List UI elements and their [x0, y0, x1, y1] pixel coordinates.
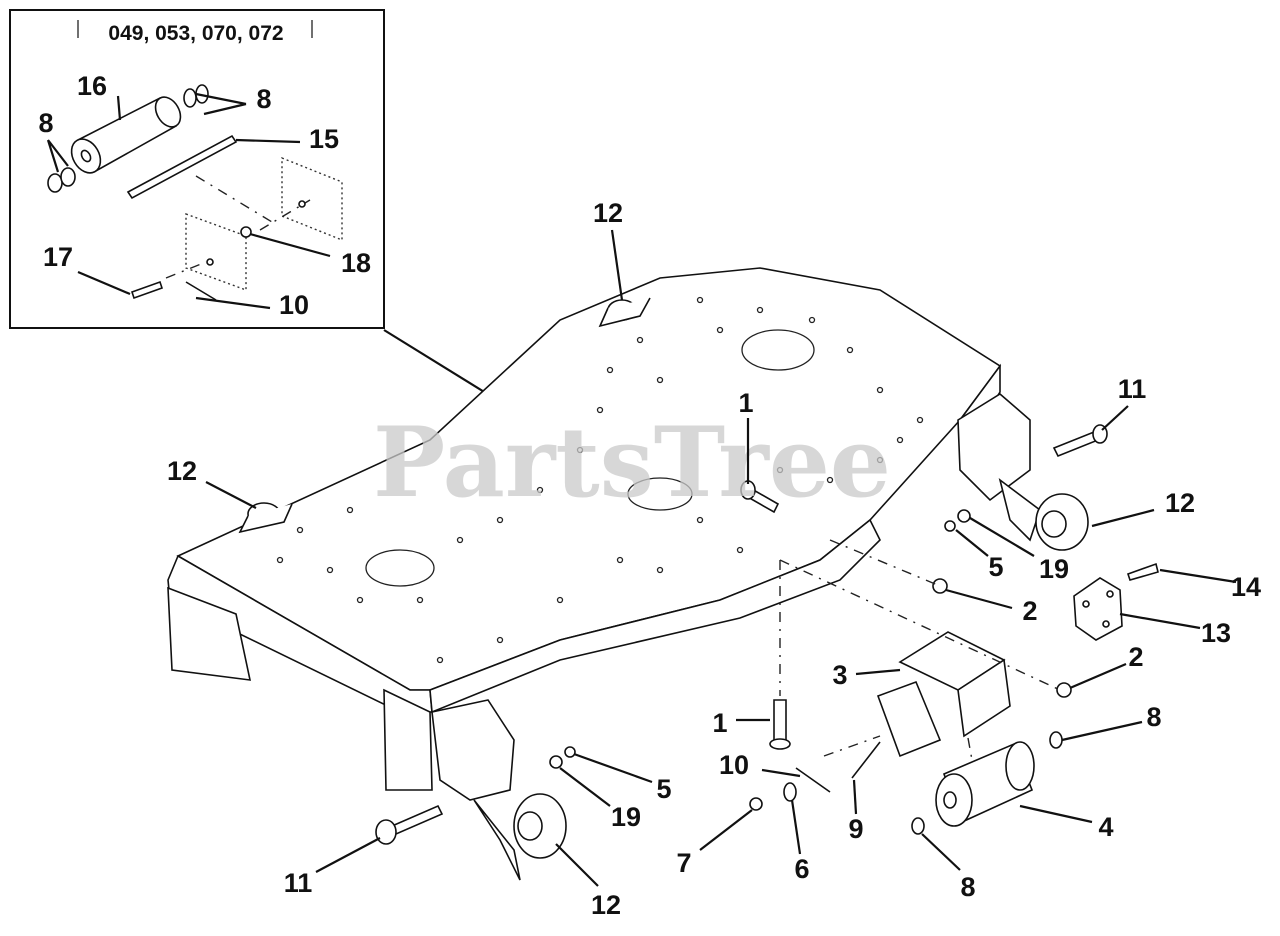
- callout-8: 8: [960, 872, 975, 902]
- caster-right-assembly: [957, 393, 1089, 551]
- nut-5-left: [564, 746, 576, 758]
- inset-plates: [185, 156, 343, 292]
- callout-12: 12: [167, 456, 197, 486]
- callout-16: 16: [77, 71, 107, 101]
- callout-1: 1: [738, 388, 753, 418]
- callout-2: 2: [1128, 642, 1143, 672]
- washer-8-lower: [911, 817, 925, 835]
- callout-15: 15: [309, 124, 339, 154]
- inset-washers: [47, 84, 209, 193]
- callout-11: 11: [1118, 374, 1147, 404]
- nut-2-lower: [1056, 682, 1072, 698]
- callout-7: 7: [676, 848, 691, 878]
- nut-2-upper: [932, 578, 948, 594]
- callout-1: 1: [712, 708, 727, 738]
- callout-6: 6: [794, 854, 809, 884]
- mower-deck: [167, 267, 1002, 791]
- callout-9: 9: [848, 814, 863, 844]
- callout-8: 8: [256, 84, 271, 114]
- callout-12: 12: [1165, 488, 1195, 518]
- roller-4: [935, 741, 1035, 827]
- callout-5: 5: [988, 552, 1003, 582]
- bolt-1-lower: [769, 699, 791, 750]
- nut-7: [749, 797, 763, 811]
- washer-6: [783, 782, 797, 802]
- callout-19: 19: [611, 802, 641, 832]
- pin-10: [795, 767, 831, 793]
- callout-17: 17: [43, 242, 73, 272]
- caster-front-assembly: [431, 699, 567, 881]
- washer-19-right: [957, 509, 971, 523]
- callout-12: 12: [591, 890, 621, 920]
- bolt-11-right: [1052, 424, 1108, 458]
- inset-title: 049, 053, 070, 072: [108, 22, 283, 45]
- caster-wheel-rear: [598, 297, 651, 328]
- caster-wheel-left: [238, 502, 293, 534]
- inset-box: 049, 053, 070, 072: [9, 9, 385, 329]
- inset-shaft: [126, 134, 238, 200]
- inset-connector: [383, 329, 495, 399]
- pin-9: [851, 741, 881, 779]
- callout-18: 18: [341, 248, 371, 278]
- plate-13: [1073, 577, 1123, 641]
- callout-19: 19: [1039, 554, 1069, 584]
- callout-8: 8: [1146, 702, 1161, 732]
- callout-12: 12: [593, 198, 623, 228]
- callout-4: 4: [1098, 812, 1113, 842]
- inset-bolt: [130, 261, 207, 300]
- bracket-3: [876, 631, 1011, 758]
- inset-frame: [9, 9, 385, 329]
- callout-8: 8: [38, 108, 53, 138]
- callout-14: 14: [1231, 572, 1261, 602]
- callout-10: 10: [719, 750, 749, 780]
- bolt-14: [1126, 562, 1159, 581]
- callout-labels: 16 8 8 15 17 18 10 12 1 11 12 12 5 19 14…: [38, 71, 1261, 920]
- leader-lines: [205, 229, 1237, 887]
- watermark: PartsTree: [373, 406, 891, 519]
- callout-3: 3: [832, 660, 847, 690]
- bolt-1-upper: [740, 480, 780, 514]
- callout-10: 10: [279, 290, 309, 320]
- washer-8-upper: [1049, 731, 1063, 749]
- nut-5-right: [944, 520, 956, 532]
- callout-5: 5: [656, 774, 671, 804]
- bolt-11-left: [375, 804, 444, 845]
- inset-roller: [70, 96, 182, 174]
- callout-11: 11: [284, 868, 313, 898]
- washer-19-left: [549, 755, 563, 769]
- inset-pin: [185, 281, 217, 301]
- assembly-lines: [779, 539, 1061, 761]
- callout-13: 13: [1201, 618, 1231, 648]
- callout-2: 2: [1022, 596, 1037, 626]
